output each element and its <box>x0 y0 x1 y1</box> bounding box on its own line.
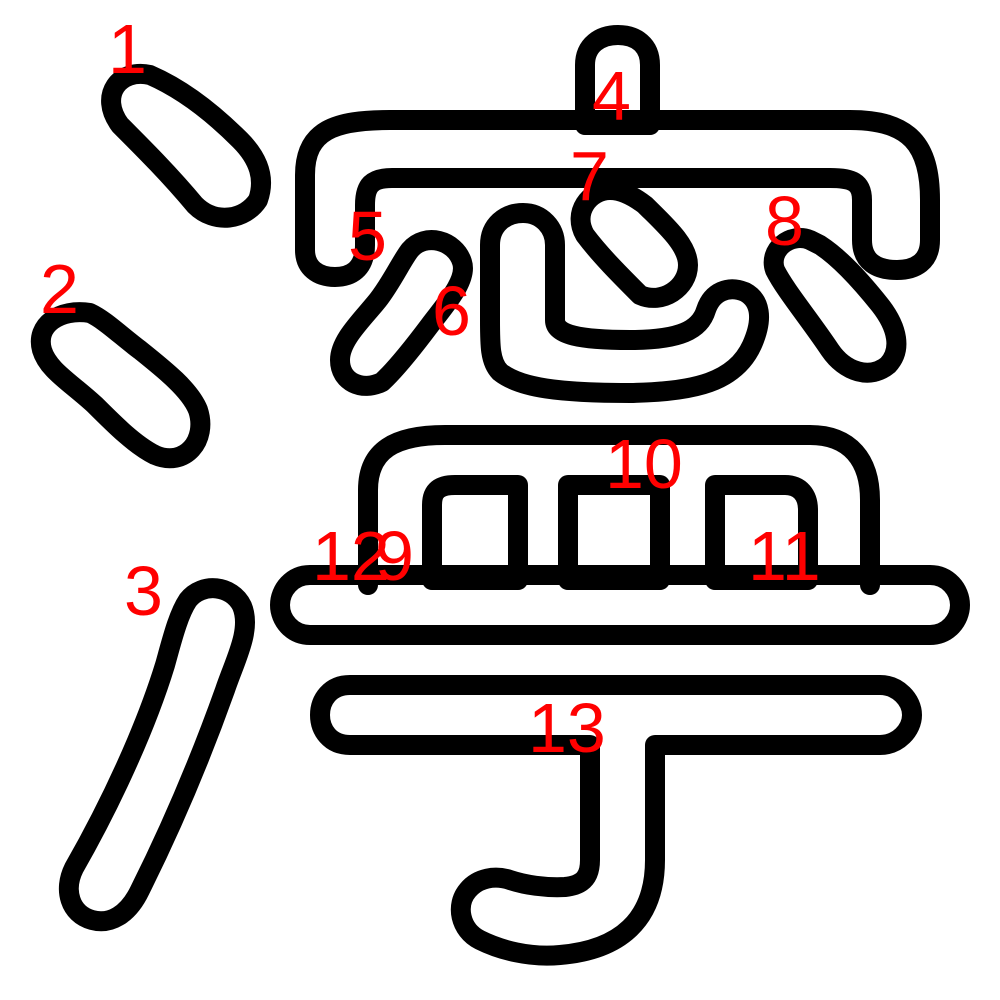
stroke-numbers: 1 2 3 4 5 6 7 8 9 10 11 12 13 <box>40 10 821 767</box>
stroke-number-6: 6 <box>432 272 471 350</box>
stroke-4-outline <box>575 25 660 135</box>
stroke-8-outline <box>763 228 907 383</box>
stroke-number-3: 3 <box>124 552 163 630</box>
stroke-6-outline <box>330 230 473 396</box>
stroke-number-10: 10 <box>605 425 683 503</box>
stroke-outlines <box>30 25 970 966</box>
stroke-2-outline <box>30 302 211 469</box>
stroke-number-7: 7 <box>570 137 609 215</box>
stroke-3-outline <box>58 578 256 932</box>
stroke-number-5: 5 <box>348 197 387 275</box>
stroke-number-13: 13 <box>528 689 606 767</box>
stroke-9-outline <box>480 203 769 403</box>
stroke-7-outline <box>570 180 698 308</box>
stroke-13-outline <box>310 675 922 966</box>
stroke-number-1: 1 <box>108 10 147 88</box>
stroke-number-4: 4 <box>592 57 631 135</box>
stroke-10-outline <box>358 425 880 595</box>
stroke-number-8: 8 <box>765 182 804 260</box>
stroke-1-outline <box>101 63 271 228</box>
stroke-5-outline <box>295 110 940 287</box>
stroke-number-12: 12 <box>312 517 390 595</box>
stroke-number-2: 2 <box>40 250 79 328</box>
stroke-number-11: 11 <box>748 517 821 595</box>
stroke-12-outline <box>270 565 970 645</box>
stroke-number-9: 9 <box>375 517 414 595</box>
